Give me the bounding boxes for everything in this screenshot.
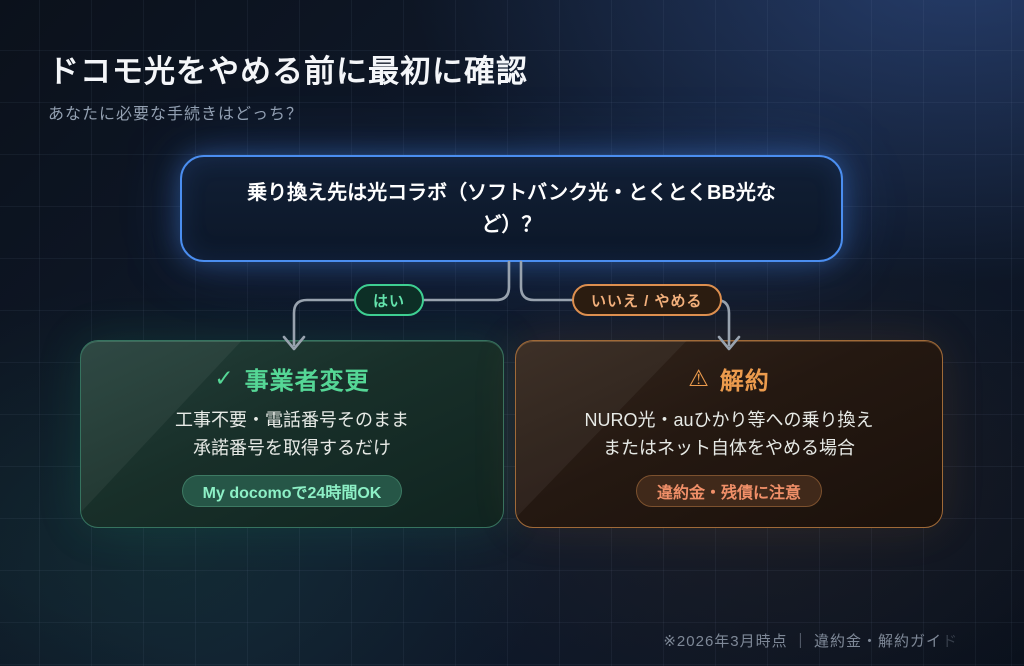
card-provider-change-body: 工事不要・電話番号そのまま 承諾番号を取得するだけ [175,406,409,463]
card-provider-change-badge: My docomoで24時間OK [181,475,403,508]
body-line: 工事不要・電話番号そのまま [175,409,409,430]
card-cancellation-badge: 違約金・残債に注意 [635,475,822,508]
footer-note-faded-char: ド [941,633,958,650]
card-title-text: 事業者変更 [244,367,370,395]
card-cancellation-body: NURO光・auひかり等への乗り換え またはネット自体をやめる場合 [584,406,873,463]
card-cancellation: ⚠ 解約 NURO光・auひかり等への乗り換え またはネット自体をやめる場合 違… [515,340,943,528]
page-subtitle: あなたに必要な手続きはどっち？ [48,106,304,123]
footer-note: ※2026年3月時点 ｜ 違約金・解約ガイド [663,630,958,651]
body-line: 承諾番号を取得するだけ [193,438,391,458]
card-provider-change: ✓ 事業者変更 工事不要・電話番号そのまま 承諾番号を取得するだけ My doc… [80,340,504,528]
question-text: 乗り換え先は光コラボ（ソフトバンク光・とくとくBB光など）？ [247,181,776,236]
warning-icon: ⚠ [688,364,710,391]
branch-label-no: いいえ / やめる [572,284,722,316]
check-icon: ✓ [214,364,235,391]
footer-note-text: ※2026年3月時点 ｜ 違約金・解約ガイ [663,633,942,650]
card-provider-change-title: ✓ 事業者変更 [214,361,369,396]
body-line: またはネット自体をやめる場合 [603,438,855,458]
body-line: NURO光・auひかり等への乗り換え [584,409,874,430]
question-node: 乗り換え先は光コラボ（ソフトバンク光・とくとくBB光など）？ [180,155,843,262]
page-title: ドコモ光をやめる前に最初に確認 [48,54,528,89]
branch-label-yes: はい [354,284,425,316]
card-title-text: 解約 [719,367,770,395]
card-cancellation-title: ⚠ 解約 [688,361,770,396]
